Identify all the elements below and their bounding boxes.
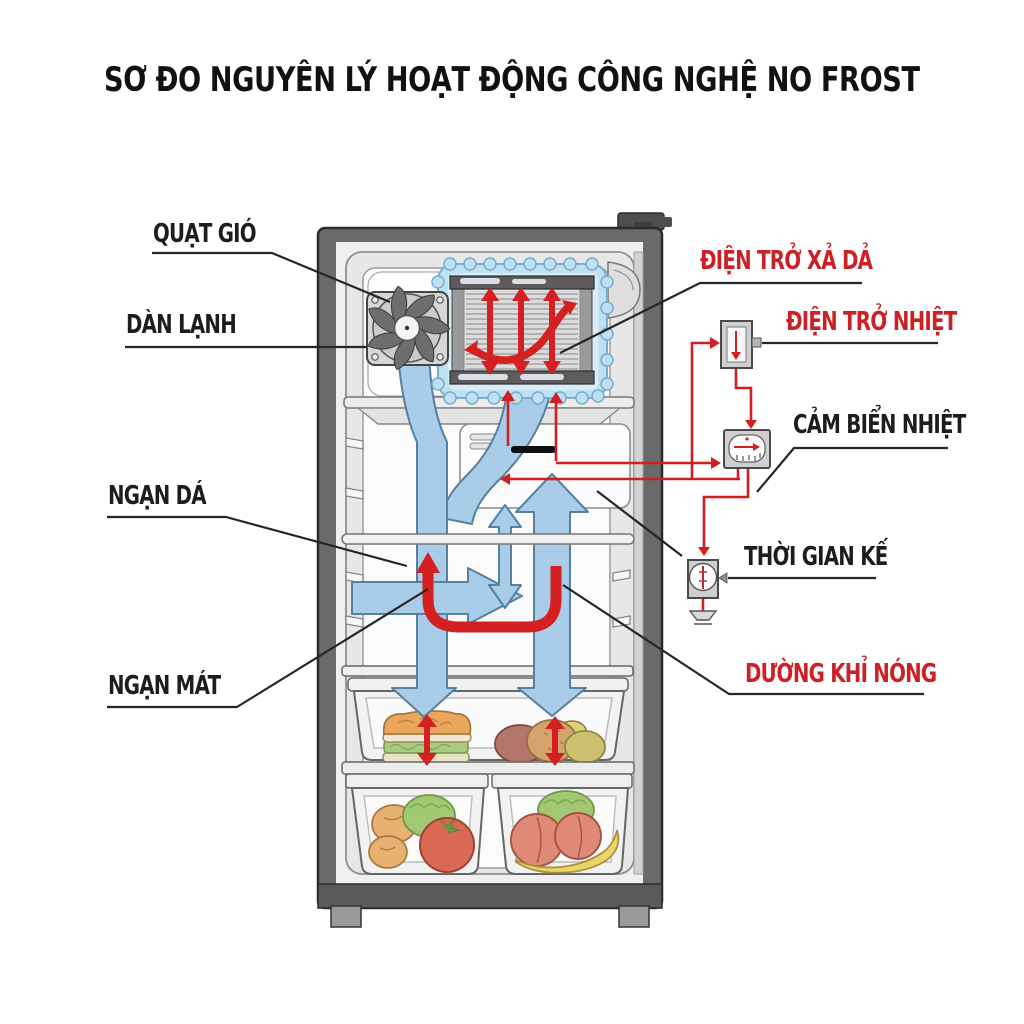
pointer-duong-khi-nong [562,584,924,696]
defrost-heater-bar [511,446,556,453]
temp-sensor-icon [723,429,771,469]
duct-small-double-arrow [488,504,522,609]
label-evaporator: DÀN LẠNH [126,310,237,340]
banana [515,829,620,874]
glass-shelf [341,533,635,545]
drawer-divider-shelf [341,761,635,775]
label-pointer-lines [107,251,948,709]
door-hinge-pin [654,217,672,227]
fan-icon [366,285,451,371]
foot-left [330,905,362,928]
thermal-resistor-icon [720,320,762,369]
fruits-right [510,790,620,874]
page-title: SƠ ĐO NGUYÊN LÝ HOẠT ĐỘNG CÔNG NGHỆ NO F… [104,60,920,100]
pointer-ngan-da [107,515,408,568]
tomato-leaf [439,819,461,834]
ground-symbol [688,610,718,625]
timer-connector [718,572,728,584]
cabinet-base [317,883,663,909]
pointer-ngan-mat [107,588,429,709]
door-gasket [633,251,644,875]
label-timer: THỜI GIAN KẾ [744,542,888,572]
label-temp-sensor: CẢM BIỂN NHIỆT [793,410,966,440]
pointer-cam-bien-nhiet [756,446,948,493]
hot-gas-arrow [416,552,562,633]
pointer-sensor-to-cabinet [596,490,683,557]
label-freezer-compartment: NGẠN DÁ [108,481,207,511]
control-wires [505,341,753,611]
evaporator-airflow-arrows [464,287,577,375]
label-thermal-resistor: ĐIỆN TRỞ NHIỆT [786,307,957,337]
air-outlet-bulge [607,261,641,319]
timer-icon [687,559,728,599]
pointer-dien-tro-xa-da [559,281,862,354]
vegetables-left [368,794,475,873]
pointer-quat-gio [152,251,391,304]
duct-from-evaporator [441,390,552,525]
wire-arrowheads [500,337,757,556]
label-hot-gas-line: DƯỜNG KHỈ NÓNG [745,659,937,689]
label-defrost-heater: ĐIỆN TRỞ XẢ DẢ [700,246,873,276]
shelf-above-drawer [341,665,634,677]
foot-right [618,905,650,928]
label-fan: QUẠT GIÓ [153,219,257,249]
drawer-circulation-arrows [417,714,565,766]
label-cool-compartment: NGẠN MÁT [108,671,221,701]
